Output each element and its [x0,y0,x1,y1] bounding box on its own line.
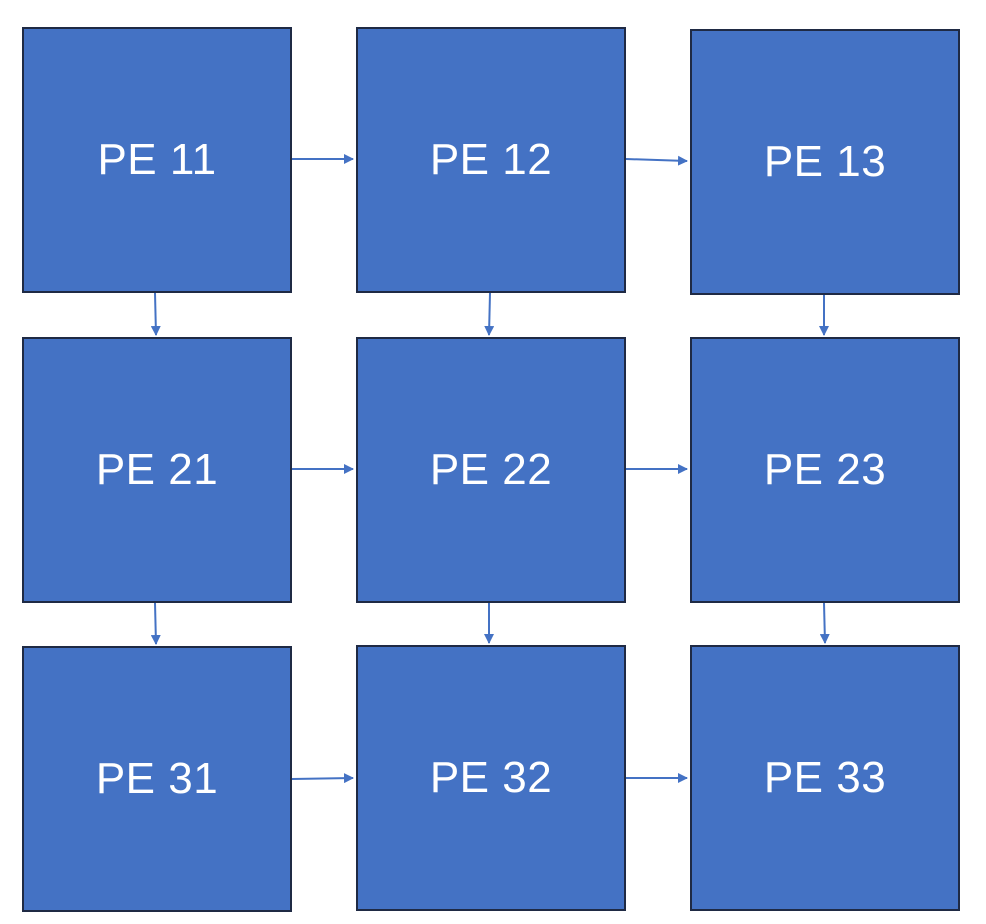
pe-31-box: PE 31 [22,646,292,912]
arrow-pe12-to-pe22 [484,292,495,336]
arrow-pe21-to-pe31 [150,602,161,645]
pe-11-box: PE 11 [22,27,292,293]
pe-21-box: PE 21 [22,337,292,603]
pe-33-box: PE 33 [690,645,960,911]
arrow-pe23-to-pe33 [819,602,830,644]
pe-32-label: PE 32 [429,753,553,802]
pe-33-label: PE 33 [763,753,887,802]
pe-32-box: PE 32 [356,645,626,911]
arrow-pe11-to-pe21 [150,292,161,336]
pe-12-label: PE 12 [429,135,553,184]
pe-13-box: PE 13 [690,29,960,295]
pe-11-label: PE 11 [97,135,217,184]
pe-13-label: PE 13 [763,137,887,186]
arrow-pe31-to-pe32 [291,773,354,784]
pe-22-box: PE 22 [356,337,626,603]
pe-23-box: PE 23 [690,337,960,603]
pe-21-label: PE 21 [95,445,219,494]
arrow-pe12-to-pe13 [625,155,688,166]
pe-31-label: PE 31 [95,754,219,803]
pe-22-label: PE 22 [429,445,553,494]
pe-23-label: PE 23 [763,445,887,494]
pe-12-box: PE 12 [356,27,626,293]
